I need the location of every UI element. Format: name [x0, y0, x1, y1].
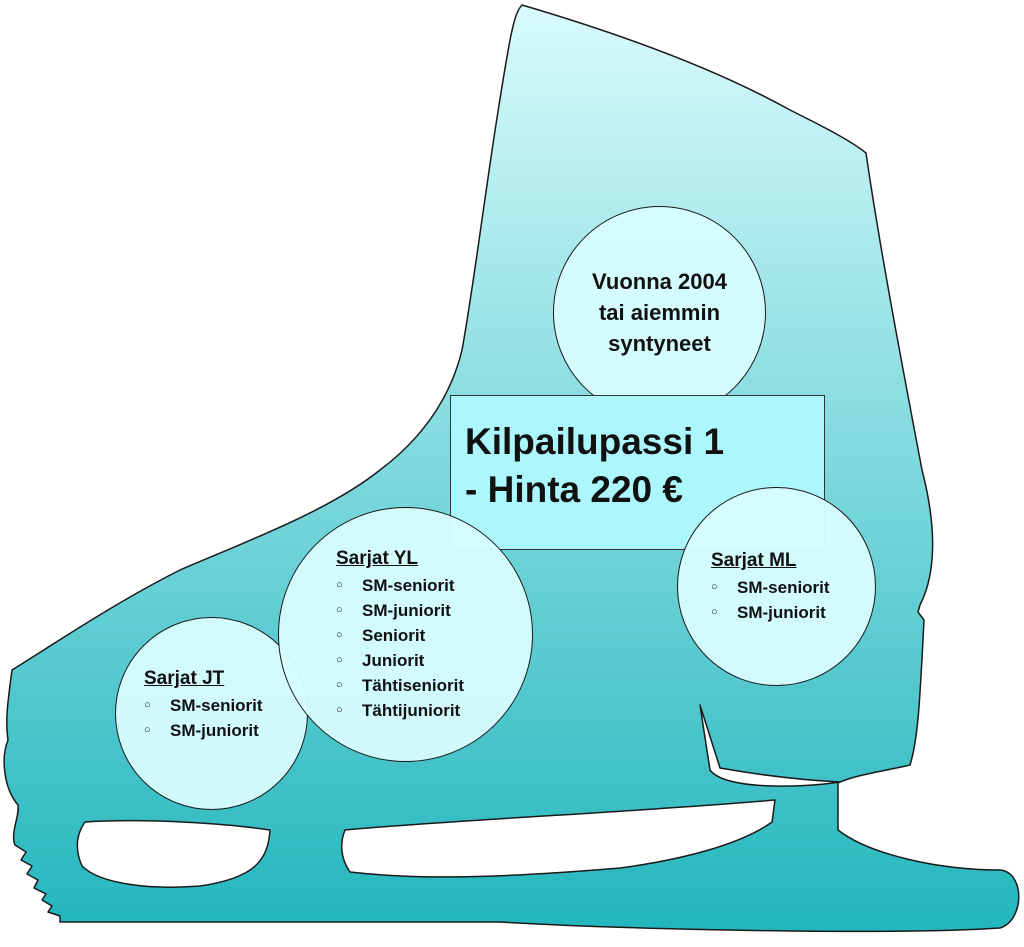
group-yl-item: ○Tähtiseniorit — [336, 673, 464, 698]
group-ml-item: ○SM-seniorit — [711, 575, 830, 600]
group-yl-item: ○Seniorit — [336, 623, 464, 648]
group-yl-item: ○SM-juniorit — [336, 598, 464, 623]
title-line1: Kilpailupassi 1 — [465, 421, 725, 462]
group-jt-title: Sarjat JT — [144, 668, 225, 689]
bullet-icon: ○ — [336, 704, 343, 716]
birth-note-line3: syntyneet — [608, 331, 711, 356]
group-yl-item: ○Juniorit — [336, 648, 464, 673]
bullet-icon: ○ — [336, 629, 343, 641]
group-yl-title: Sarjat YL — [336, 548, 419, 569]
bullet-icon: ○ — [711, 581, 718, 593]
title-line2: - Hinta 220 € — [465, 469, 683, 510]
bullet-icon: ○ — [336, 579, 343, 591]
bullet-icon: ○ — [144, 699, 151, 711]
group-ml-title: Sarjat ML — [711, 550, 797, 571]
bullet-icon: ○ — [336, 679, 343, 691]
group-ml-circle: Sarjat ML ○SM-seniorit ○SM-juniorit — [677, 487, 876, 686]
bullet-icon: ○ — [711, 606, 718, 618]
group-yl-item: ○SM-seniorit — [336, 573, 464, 598]
group-ml-item: ○SM-juniorit — [711, 600, 830, 625]
group-jt-item: ○SM-seniorit — [144, 693, 263, 718]
bullet-icon: ○ — [336, 604, 343, 616]
group-jt-circle: Sarjat JT ○SM-seniorit ○SM-juniorit — [115, 617, 308, 810]
birth-year-circle: Vuonna 2004 tai aiemmin syntyneet — [553, 206, 766, 419]
birth-note-line1: Vuonna 2004 — [592, 269, 727, 294]
bullet-icon: ○ — [336, 654, 343, 666]
birth-note-line2: tai aiemmin — [598, 300, 721, 325]
group-yl-item: ○Tähtijuniorit — [336, 698, 464, 723]
bullet-icon: ○ — [144, 724, 151, 736]
group-yl-circle: Sarjat YL ○SM-seniorit ○SM-juniorit ○Sen… — [278, 507, 533, 762]
group-jt-item: ○SM-juniorit — [144, 718, 263, 743]
